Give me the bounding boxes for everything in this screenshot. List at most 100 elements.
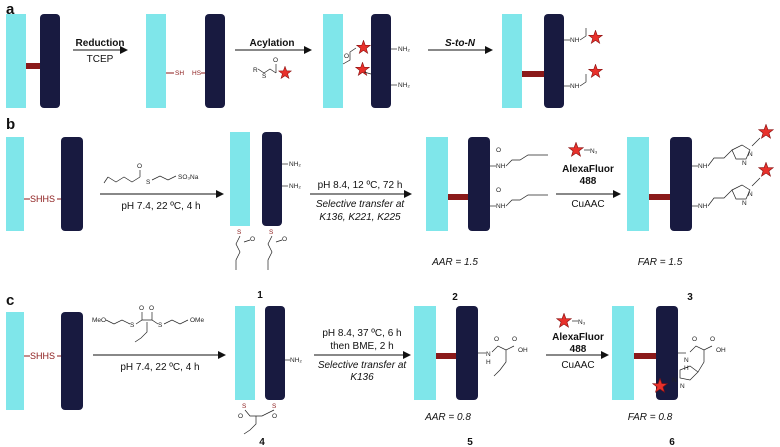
sulfur-label: S [130,322,135,329]
oxygen-label: O [273,57,278,64]
panel-label-a: a [6,1,15,18]
triazole-n-label-2: N [672,377,677,384]
oxygen-label-2: O [710,336,715,343]
light-chain [230,132,250,226]
oxygen-label: O [496,147,501,154]
oxygen-label-2: O [496,187,501,194]
cuaac-label: CuAAC [561,360,594,371]
panel-label-c: c [6,292,14,309]
thioester-reagent-b: O S SO₃Na [103,163,199,186]
disulfide-bond [26,63,40,69]
disulfide-label: SHHS [30,351,55,361]
reaction-arrow-c3: N₃ AlexaFluor 488 CuAAC [546,313,609,371]
light-chain [627,137,649,231]
triazole-ring [731,184,751,200]
amide-h-label: H [684,365,689,372]
cuaac-label: CuAAC [571,199,604,210]
reaction-arrow-b2: pH 8.4, 12 ºC, 72 h Selective transfer a… [310,180,412,223]
methoxy-label-2: OMe [190,317,204,324]
sulfur-label: S [242,403,247,410]
light-chain [235,306,255,400]
light-chain [414,306,436,400]
heavy-chain [205,14,225,108]
r-group-label: R [253,67,258,74]
disulfide-bond [436,353,456,359]
fluorophore-star-icon [588,30,603,44]
sulfonate-label: SO₃Na [178,174,199,181]
heavy-chain [456,306,478,400]
light-chain [323,14,343,108]
thiol-label: SH [175,70,184,77]
oxygen-label: O [692,336,697,343]
oxygen-label-2: O [282,236,287,243]
fluorophore-star-icon [758,124,774,139]
disulfide-bond [522,71,544,77]
sulfur-label: S [262,73,267,80]
antibody-compound-6: N H O O OH N N FAR = 0.8 6 [612,306,726,447]
fluorophore-star-icon [356,40,371,54]
fluorophore-star-icon [758,162,774,177]
light-chain [6,312,24,410]
aar-label: AAR = 0.8 [424,412,471,423]
antibody-acylated-a: O NH₂ NH₂ [323,14,410,108]
antibody-compound-5: N H O O OH AAR = 0.8 5 [414,306,528,447]
antibody-labeled-a: NH NH [502,14,603,108]
triazole-n-label-2: N [742,160,747,167]
disulfide-label: SHHS [30,194,55,204]
lysine-sites-label: K136 [350,372,374,383]
oxygen-label: O [238,413,243,420]
oxygen-label-2: O [149,305,154,312]
triazole-ring [731,144,751,160]
antibody-compound-1: NH₂ NH₂ S O S O 1 [230,132,301,301]
reaction-arrow-s-to-n: S-to-N [428,38,493,54]
hydroxyl-label: OH [716,347,726,354]
conditions-label: pH 8.4, 12 ºC, 72 h [318,180,403,191]
fluorophore-star-icon [568,142,584,157]
amine-label-2: NH₂ [398,82,410,89]
triazole-ring [679,365,699,381]
triazole-n-label-4: N [742,200,747,207]
compound-3-label: 3 [687,292,693,303]
azide-label: N₃ [590,148,598,155]
amide-nh-label: NH [698,163,708,170]
fluorophore-star-icon [278,66,292,79]
amine-label: NH₂ [289,161,301,168]
amine-label-2: NH₂ [289,183,301,190]
reduction-label: Reduction [76,38,125,49]
heavy-chain [544,14,564,108]
oxygen-label: O [494,336,499,343]
heavy-chain [371,14,391,108]
hydroxyl-label: OH [518,347,528,354]
reaction-arrow-b3: N₃ AlexaFluor 488 CuAAC [556,142,621,210]
far-label: FAR = 0.8 [628,412,673,423]
oxygen-label: O [137,163,142,170]
oxygen-label-2: O [512,336,517,343]
oxygen-label: O [139,305,144,312]
light-chain [6,14,26,108]
alexafluor-label: AlexaFluor [552,332,604,343]
heavy-chain [656,306,678,400]
light-chain [6,137,24,231]
bis-thioester-reagent: MeO S O O S OMe [92,305,204,343]
thiol-label-2: HS [192,70,202,77]
fluorophore-star-icon [556,313,572,328]
antibody-compound-4: NH₂ S S O O 4 [235,306,302,447]
antibody-reduced-a: SH HS [146,14,225,108]
oxygen-label: O [344,53,349,60]
lysine-sites-label: K136, K221, K225 [319,212,401,223]
selective-transfer-label: Selective transfer at [318,360,408,371]
reaction-arrow-reduction: Reduction TCEP [73,38,128,65]
heavy-chain [670,137,692,231]
far-label: FAR = 1.5 [638,257,683,268]
heavy-chain [262,132,282,226]
compound-6-label: 6 [669,437,675,447]
sulfur-label: S [237,229,242,236]
methoxy-label: MeO [92,317,106,324]
fluorophore-star-icon [355,62,370,76]
alexafluor-number: 488 [570,344,587,355]
compound-1-label: 1 [257,290,263,301]
amine-label: NH₂ [290,357,302,364]
panel-label-b: b [6,116,15,133]
amide-nh-label: NH [570,37,580,44]
conditions-label: pH 7.4, 22 ºC, 4 h [120,362,199,373]
